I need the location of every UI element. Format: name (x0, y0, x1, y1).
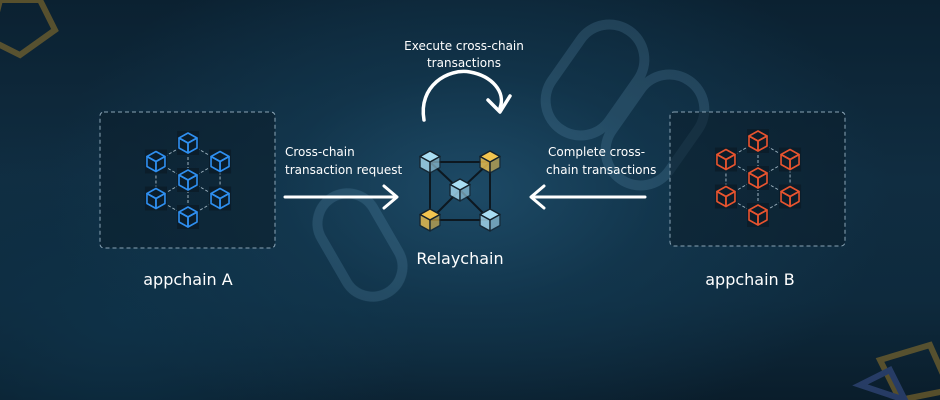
background-chain-decoration (312, 19, 710, 302)
request-arrow-text-line1: Cross-chain (285, 145, 355, 159)
request-arrow (283, 184, 399, 210)
appchain-b-node (669, 111, 846, 247)
appchain-b-cluster-icon (714, 129, 802, 227)
complete-arrow (529, 184, 647, 210)
appchain-a-cluster-icon (144, 131, 232, 229)
request-arrow-text-line2: transaction request (285, 163, 403, 177)
execute-arrow-text-line2: transactions (427, 56, 501, 70)
appchain-a-node (99, 111, 276, 249)
execute-arrow-text-line1: Execute cross-chain (404, 39, 524, 53)
execute-arrow (421, 69, 512, 122)
relaychain-node (419, 150, 501, 232)
appchain-a-label: appchain A (143, 270, 233, 289)
relaychain-cluster-icon (419, 150, 501, 232)
complete-arrow-text-line2: chain transactions (546, 163, 656, 177)
appchain-b-label: appchain B (705, 270, 795, 289)
relaychain-label: Relaychain (416, 249, 503, 268)
complete-arrow-text-line1: Complete cross- (548, 145, 645, 159)
